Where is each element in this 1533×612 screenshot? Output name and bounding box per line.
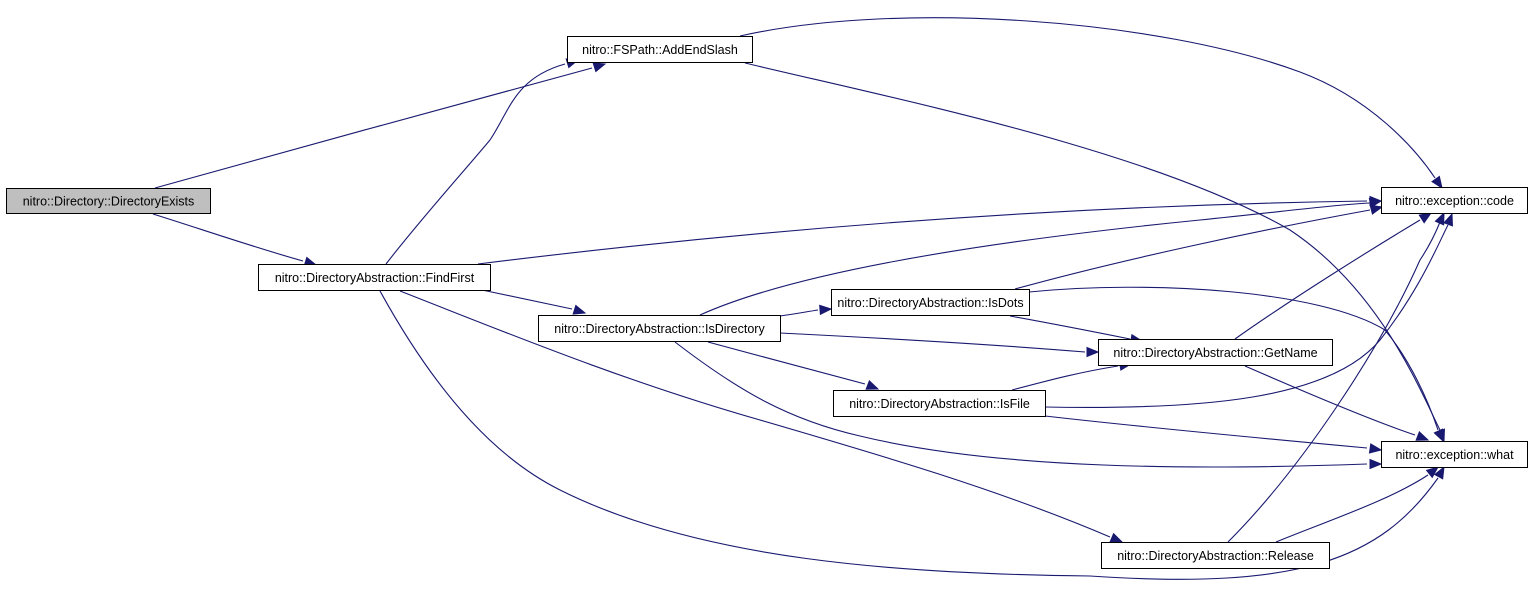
edge-is-file-to-exception-code: [1044, 212, 1453, 409]
node-label: nitro::DirectoryAbstraction::Release: [1117, 549, 1314, 563]
call-edges: [152, 17, 1453, 580]
arrowhead: [1086, 346, 1100, 358]
arrowhead: [1369, 458, 1383, 470]
arrowhead: [1443, 212, 1453, 227]
node-label: nitro::FSPath::AddEndSlash: [582, 43, 738, 57]
arrowhead: [1369, 204, 1384, 215]
edge-get-name-to-exception-what: [1244, 365, 1430, 441]
node-label: nitro::DirectoryAbstraction::IsDots: [837, 296, 1023, 310]
node-exception-what[interactable]: nitro::exception::what: [1381, 441, 1528, 468]
edge-is-dots-to-exception-code: [1014, 204, 1384, 290]
arrowhead: [592, 62, 607, 73]
edge-release-to-exception-what: [1275, 466, 1440, 543]
edge-directory-exists-to-add-end-slash: [154, 62, 607, 189]
edge-is-file-to-exception-what: [1044, 415, 1383, 454]
arrowhead: [1415, 430, 1430, 441]
node-label: nitro::exception::what: [1395, 448, 1514, 462]
node-add-end-slash[interactable]: nitro::FSPath::AddEndSlash: [567, 36, 753, 63]
node-label: nitro::DirectoryAbstraction::GetName: [1113, 346, 1317, 360]
edge-find-first-to-add-end-slash: [385, 58, 580, 265]
edge-release-to-exception-code: [1227, 211, 1445, 543]
node-is-dots[interactable]: nitro::DirectoryAbstraction::IsDots: [831, 289, 1030, 316]
node-label: nitro::Directory::DirectoryExists: [23, 195, 195, 209]
arrowhead: [1368, 443, 1383, 454]
edge-find-first-to-release: [399, 290, 1124, 543]
node-label: nitro::DirectoryAbstraction::IsFile: [849, 397, 1030, 411]
arrowhead: [1425, 466, 1440, 479]
arrowhead: [1434, 211, 1445, 226]
node-label: nitro::exception::code: [1395, 194, 1514, 208]
function-nodes: nitro::Directory::DirectoryExists nitro:…: [6, 36, 1528, 569]
edge-add-end-slash-to-exception-code: [739, 17, 1443, 190]
arrowhead: [1431, 175, 1443, 190]
arrowhead: [865, 379, 880, 390]
arrowhead: [1433, 428, 1444, 443]
node-get-name[interactable]: nitro::DirectoryAbstraction::GetName: [1098, 339, 1333, 366]
node-label: nitro::DirectoryAbstraction::FindFirst: [275, 271, 475, 285]
arrowhead: [1109, 532, 1124, 543]
edge-get-name-to-exception-code: [1234, 212, 1433, 340]
node-exception-code[interactable]: nitro::exception::code: [1381, 187, 1528, 214]
edge-is-directory-to-exception-what: [674, 341, 1383, 470]
node-label: nitro::DirectoryAbstraction::IsDirectory: [554, 322, 765, 336]
edge-add-end-slash-to-exception-what: [744, 62, 1445, 443]
edge-is-directory-to-is-file: [707, 341, 880, 390]
node-find-first[interactable]: nitro::DirectoryAbstraction::FindFirst: [258, 264, 491, 291]
arrowhead: [1418, 212, 1433, 224]
node-directory-exists[interactable]: nitro::Directory::DirectoryExists: [6, 188, 211, 214]
arrowhead: [1433, 465, 1445, 480]
edge-find-first-to-is-directory: [481, 289, 587, 315]
node-is-file[interactable]: nitro::DirectoryAbstraction::IsFile: [833, 390, 1046, 417]
arrowhead: [572, 304, 587, 315]
edge-is-dots-to-exception-what: [1028, 286, 1444, 443]
node-release[interactable]: nitro::DirectoryAbstraction::Release: [1101, 542, 1330, 569]
edge-is-directory-to-get-name: [779, 332, 1100, 358]
edge-directory-exists-to-find-first: [152, 213, 318, 267]
edge-is-directory-to-is-dots: [779, 304, 833, 317]
node-is-directory[interactable]: nitro::DirectoryAbstraction::IsDirectory: [538, 315, 781, 342]
arrowhead: [819, 304, 833, 316]
